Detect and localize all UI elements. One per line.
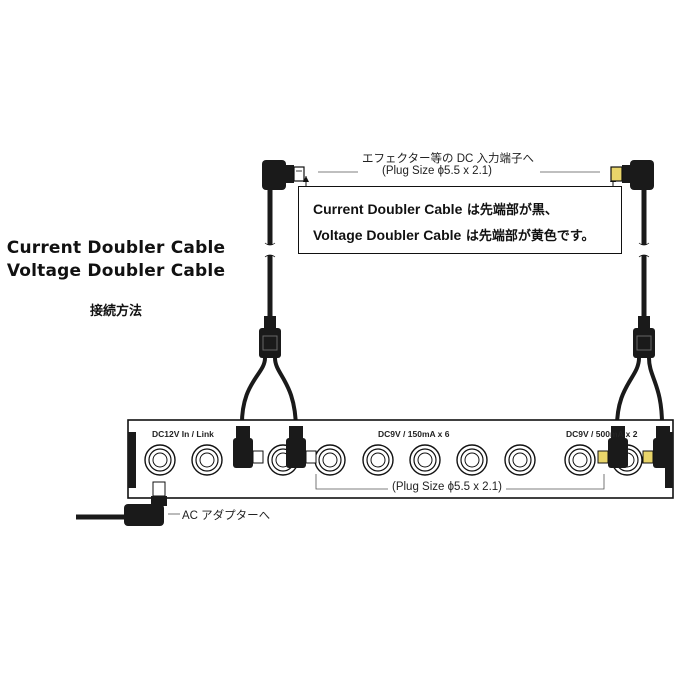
note-line-2: Voltage Doubler Cable は先端部が黄色です。 [313, 225, 595, 244]
note-line-1: Current Doubler Cable は先端部が黒、 [313, 199, 558, 218]
right-branch-plug-2 [642, 426, 673, 468]
dc-jack [144, 444, 176, 476]
label-dc9v-150ma: DC9V / 150mA x 6 [378, 429, 450, 439]
title-line-2: Voltage Doubler Cable [6, 261, 226, 281]
left-branch-plug-1 [233, 426, 264, 468]
ac-adapter-label: AC アダプターへ [182, 510, 271, 522]
dc-jack [409, 444, 441, 476]
dc-jack [191, 444, 223, 476]
dc-jack [362, 444, 394, 476]
dc-input-label-line-2: (Plug Size ϕ5.5 x 2.1) [378, 165, 496, 177]
note-line-2-main: Voltage Doubler Cable [313, 227, 462, 243]
dc-input-label-line-1: エフェクター等の DC 入力端子へ [358, 150, 539, 166]
title-subtitle: 接続方法 [89, 304, 142, 319]
right-branch-plug-1 [597, 426, 628, 468]
dc-jack [456, 444, 488, 476]
right-top-plug [610, 160, 654, 190]
note-line-1-rest: は先端部が黒、 [462, 203, 558, 218]
dc-jack [564, 444, 596, 476]
note-line-1-main: Current Doubler Cable [313, 201, 463, 217]
plug-size-label: (Plug Size ϕ5.5 x 2.1) [388, 481, 506, 493]
ac-adapter-plug [76, 481, 167, 526]
note-box: Current Doubler Cable は先端部が黒、 Voltage Do… [298, 186, 622, 254]
label-dc9v-500ma: DC9V / 500mA x 2 [566, 429, 638, 439]
dc-jack [314, 444, 346, 476]
left-branch-plug-2 [286, 426, 317, 468]
title-line-1: Current Doubler Cable [6, 238, 226, 258]
right-splitter [633, 316, 655, 358]
label-dc12v-in-link: DC12V In / Link [152, 429, 214, 439]
left-top-plug [262, 160, 305, 190]
left-splitter [259, 316, 281, 358]
note-line-2-rest: は先端部が黄色です。 [461, 229, 595, 244]
dc-jack [504, 444, 536, 476]
